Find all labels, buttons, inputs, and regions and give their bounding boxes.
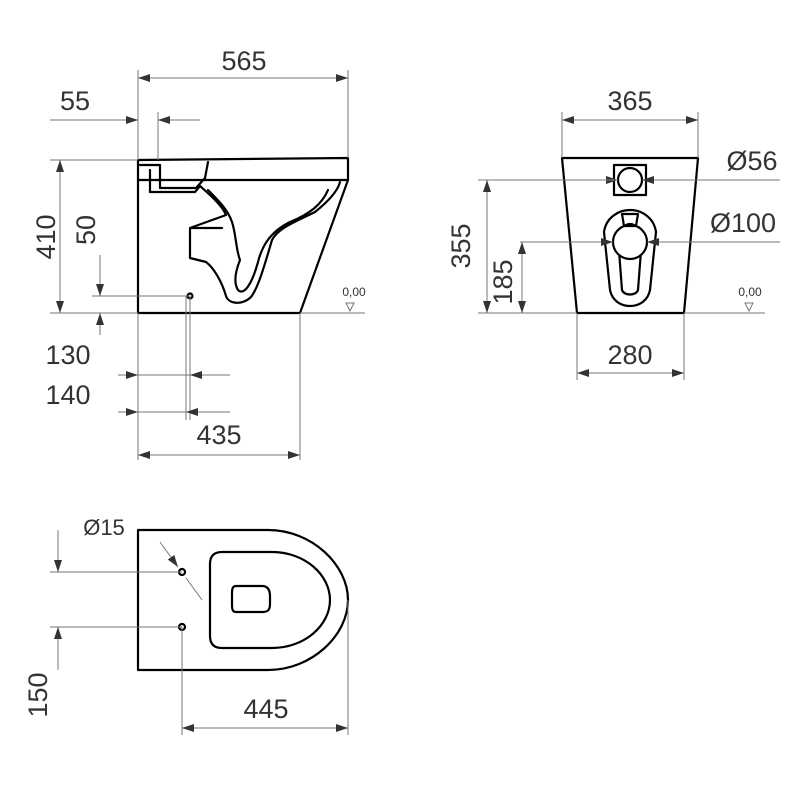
dim-top-width: 365 [607,86,652,116]
top-view: Ø15 150 445 [23,515,350,735]
front-inlet-circle [616,166,644,194]
side-view: 565 55 410 50 0,00 130 140 [31,46,366,460]
dim-width-total: 565 [221,46,266,76]
side-body-outline [136,156,350,315]
dim-fixing-offset: 140 [45,380,90,410]
dim-base-width: 280 [607,340,652,370]
front-outlet-circle [611,223,649,261]
front-view: 365 Ø56 Ø100 355 185 0,00 280 [446,86,780,380]
dim-outlet-offset: 130 [45,340,90,370]
dim-hole-diameter: Ø15 [83,515,125,540]
front-outlet-frame [602,208,658,308]
side-inlet-pipe [148,168,202,194]
side-trap-outline [188,180,342,304]
dim-top-depth: 445 [243,694,288,724]
dim-top-offset: 55 [60,86,90,116]
dim-inlet-height: 50 [71,215,101,245]
dim-outlet-diameter: Ø100 [710,208,776,238]
dim-height: 410 [31,214,61,259]
side-trap-inner [206,188,330,293]
dim-front-height: 355 [446,223,476,268]
front-outlet-slot [620,212,640,228]
front-floor-level: 0,00 [738,285,762,299]
dim-base-length: 435 [196,420,241,450]
top-drain-outline [230,584,272,614]
dim-hole-offset: 150 [23,672,53,717]
top-bowl-outline [208,550,332,650]
side-inlet-outline [138,160,210,190]
dim-outlet-height: 185 [488,259,518,304]
front-inlet-frame [612,163,648,197]
side-floor-level: 0,00 [342,285,366,299]
dim-inlet-diameter: Ø56 [726,146,777,176]
